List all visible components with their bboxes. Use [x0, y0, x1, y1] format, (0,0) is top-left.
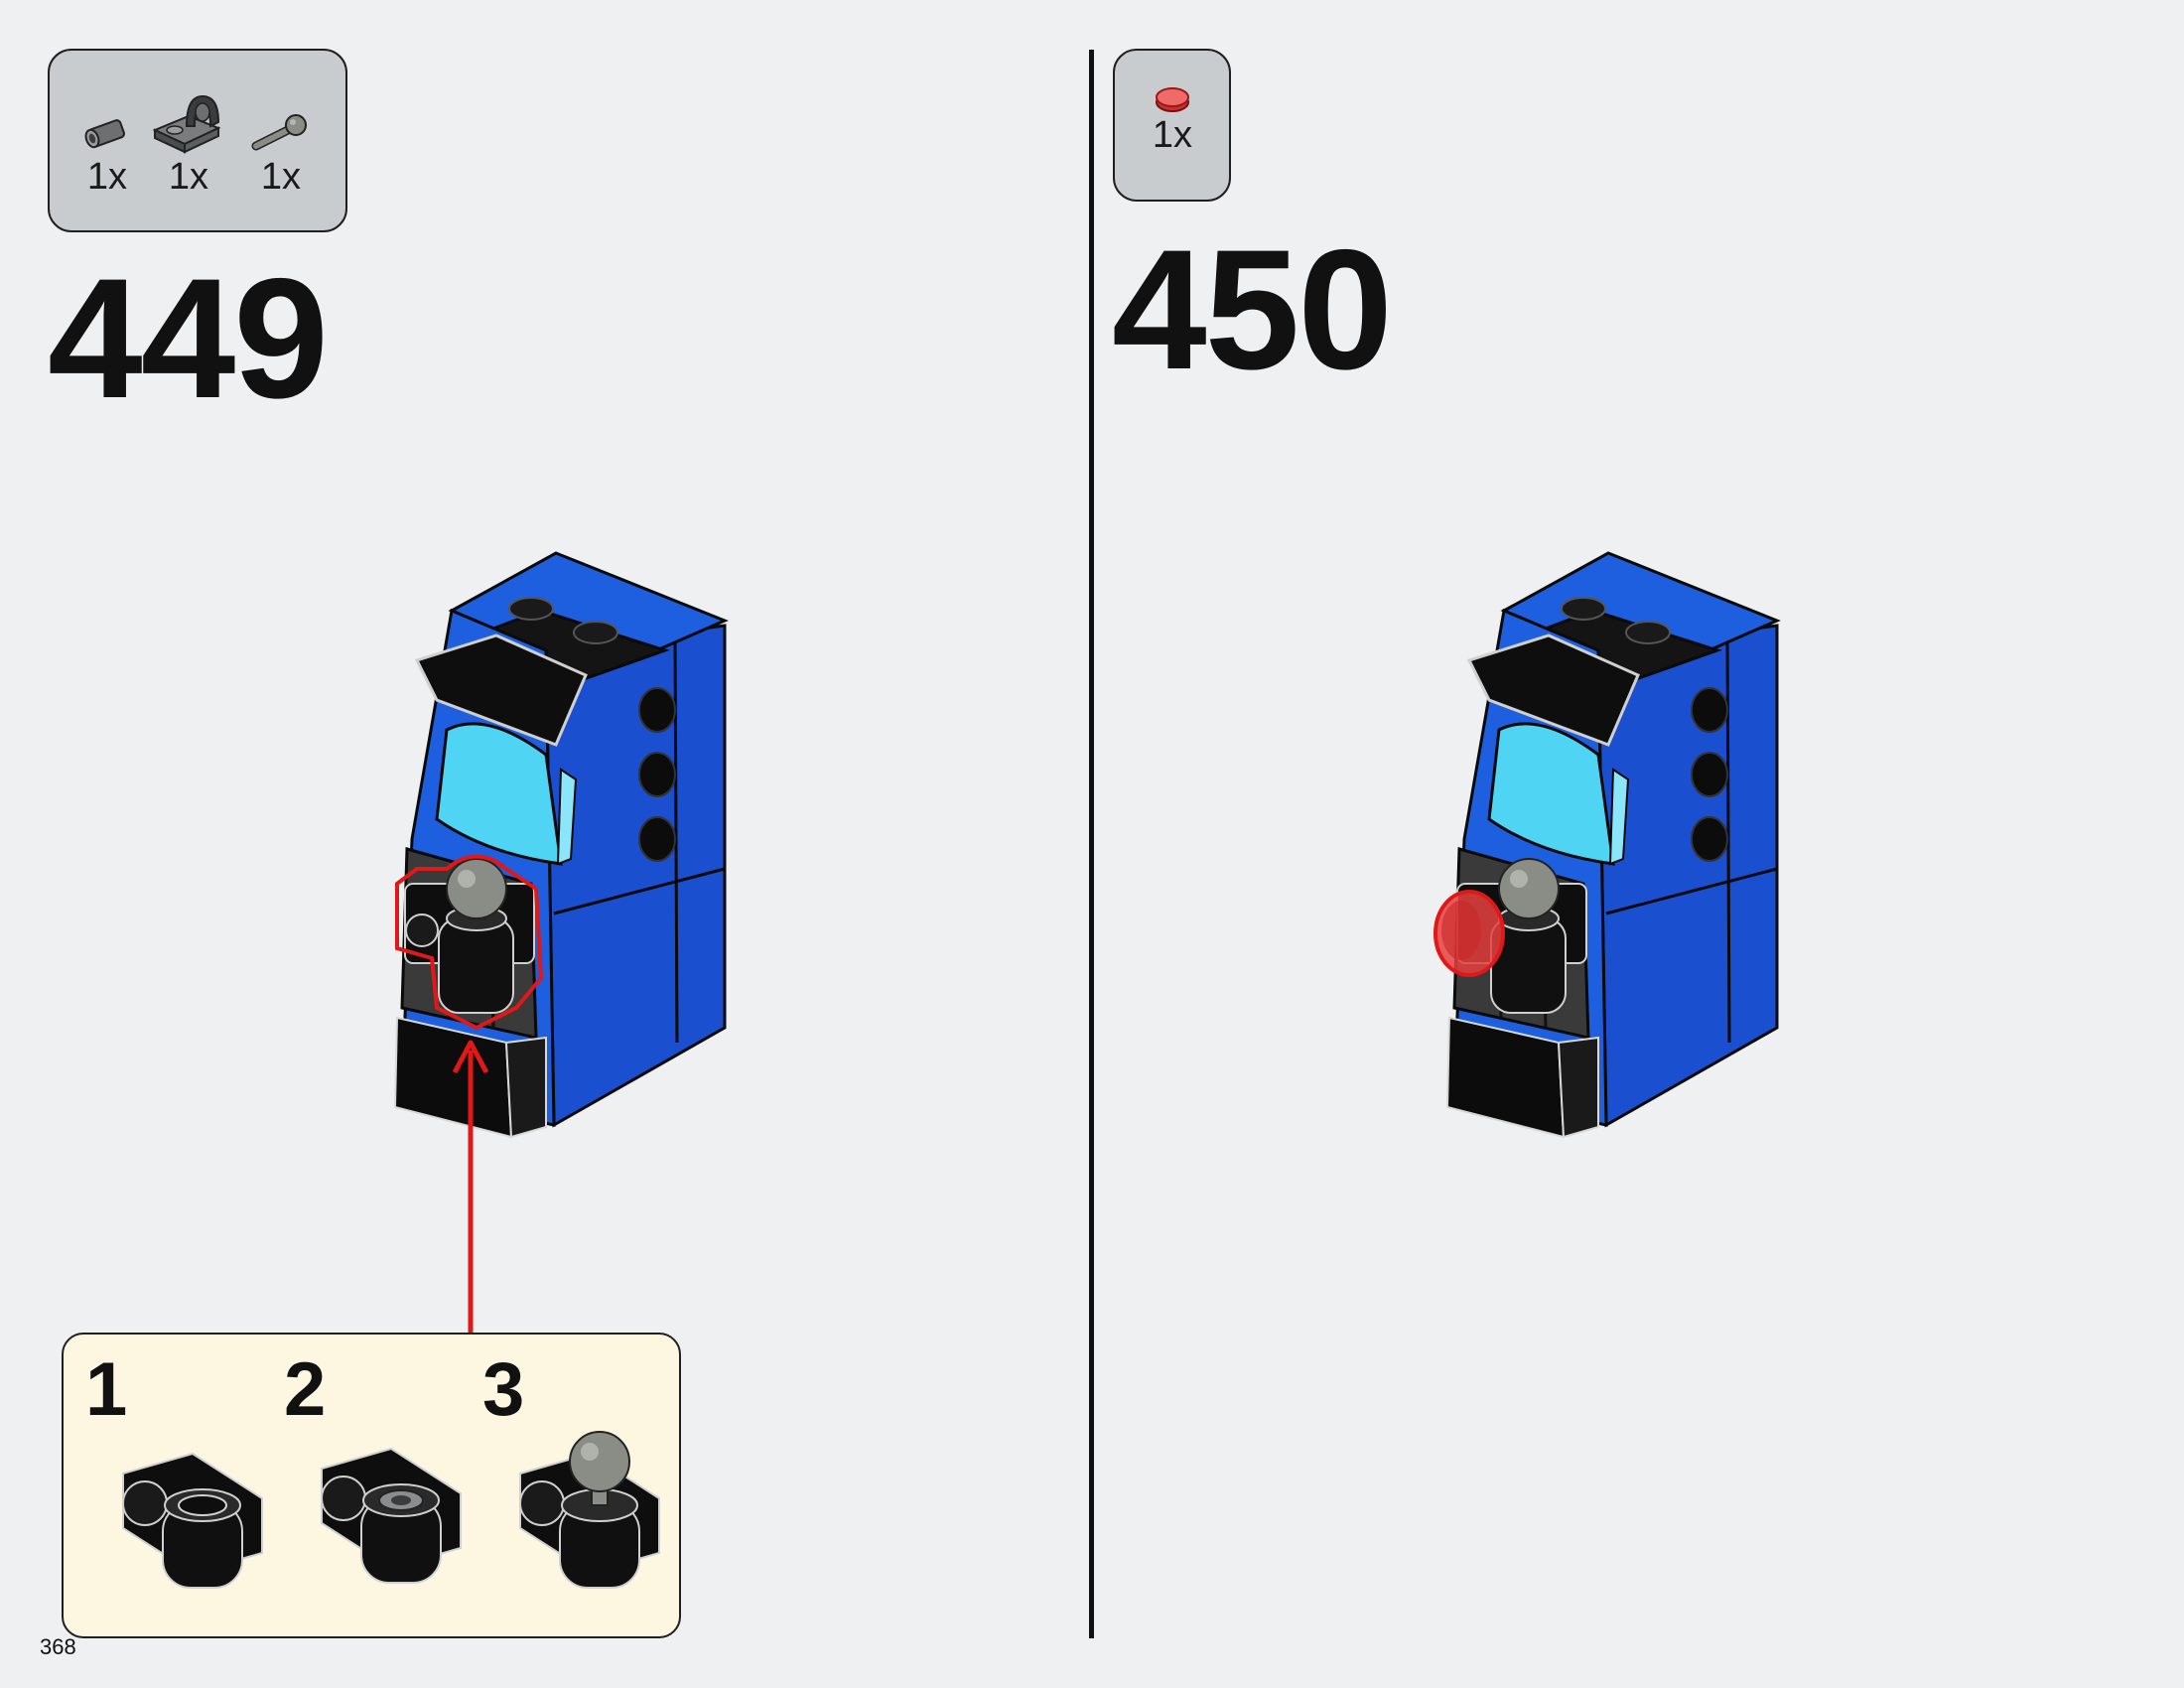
step-number-449: 449 — [48, 243, 329, 434]
substep-number: 3 — [482, 1347, 525, 1432]
page-number: 368 — [40, 1634, 76, 1659]
part-qty: 1x — [86, 156, 128, 198]
arcade-cabinet-model-449 — [393, 551, 729, 1139]
step-divider — [1089, 50, 1094, 1638]
part-item: 1x — [246, 108, 316, 196]
substep-number: 2 — [284, 1347, 327, 1432]
part-item: 1x — [1135, 82, 1210, 154]
part-item: 1x — [77, 108, 137, 196]
part-qty: 1x — [1152, 114, 1193, 156]
subassembly-callout: 1 2 3 — [62, 1333, 681, 1638]
substep-1-clip-icon — [122, 1452, 263, 1589]
step-number-450: 450 — [1112, 214, 1393, 405]
parts-list-450: 1x — [1113, 49, 1231, 202]
joystick-icon — [251, 114, 307, 151]
bar-holder-icon — [84, 119, 125, 149]
part-qty: 1x — [260, 156, 302, 198]
part-qty: 1x — [168, 156, 209, 198]
substep-3-joystick-assembly-icon — [519, 1431, 660, 1589]
substep-number: 1 — [85, 1347, 128, 1432]
part-item: 1x — [149, 82, 228, 196]
arcade-cabinet-model-450 — [1433, 551, 1781, 1139]
parts-list-449: 1x 1x 1x — [48, 49, 347, 232]
clip-plate-icon — [152, 94, 221, 154]
trans-red-round-tile-icon — [1156, 87, 1189, 112]
substep-2-clip-bar-holder-icon — [321, 1447, 462, 1584]
